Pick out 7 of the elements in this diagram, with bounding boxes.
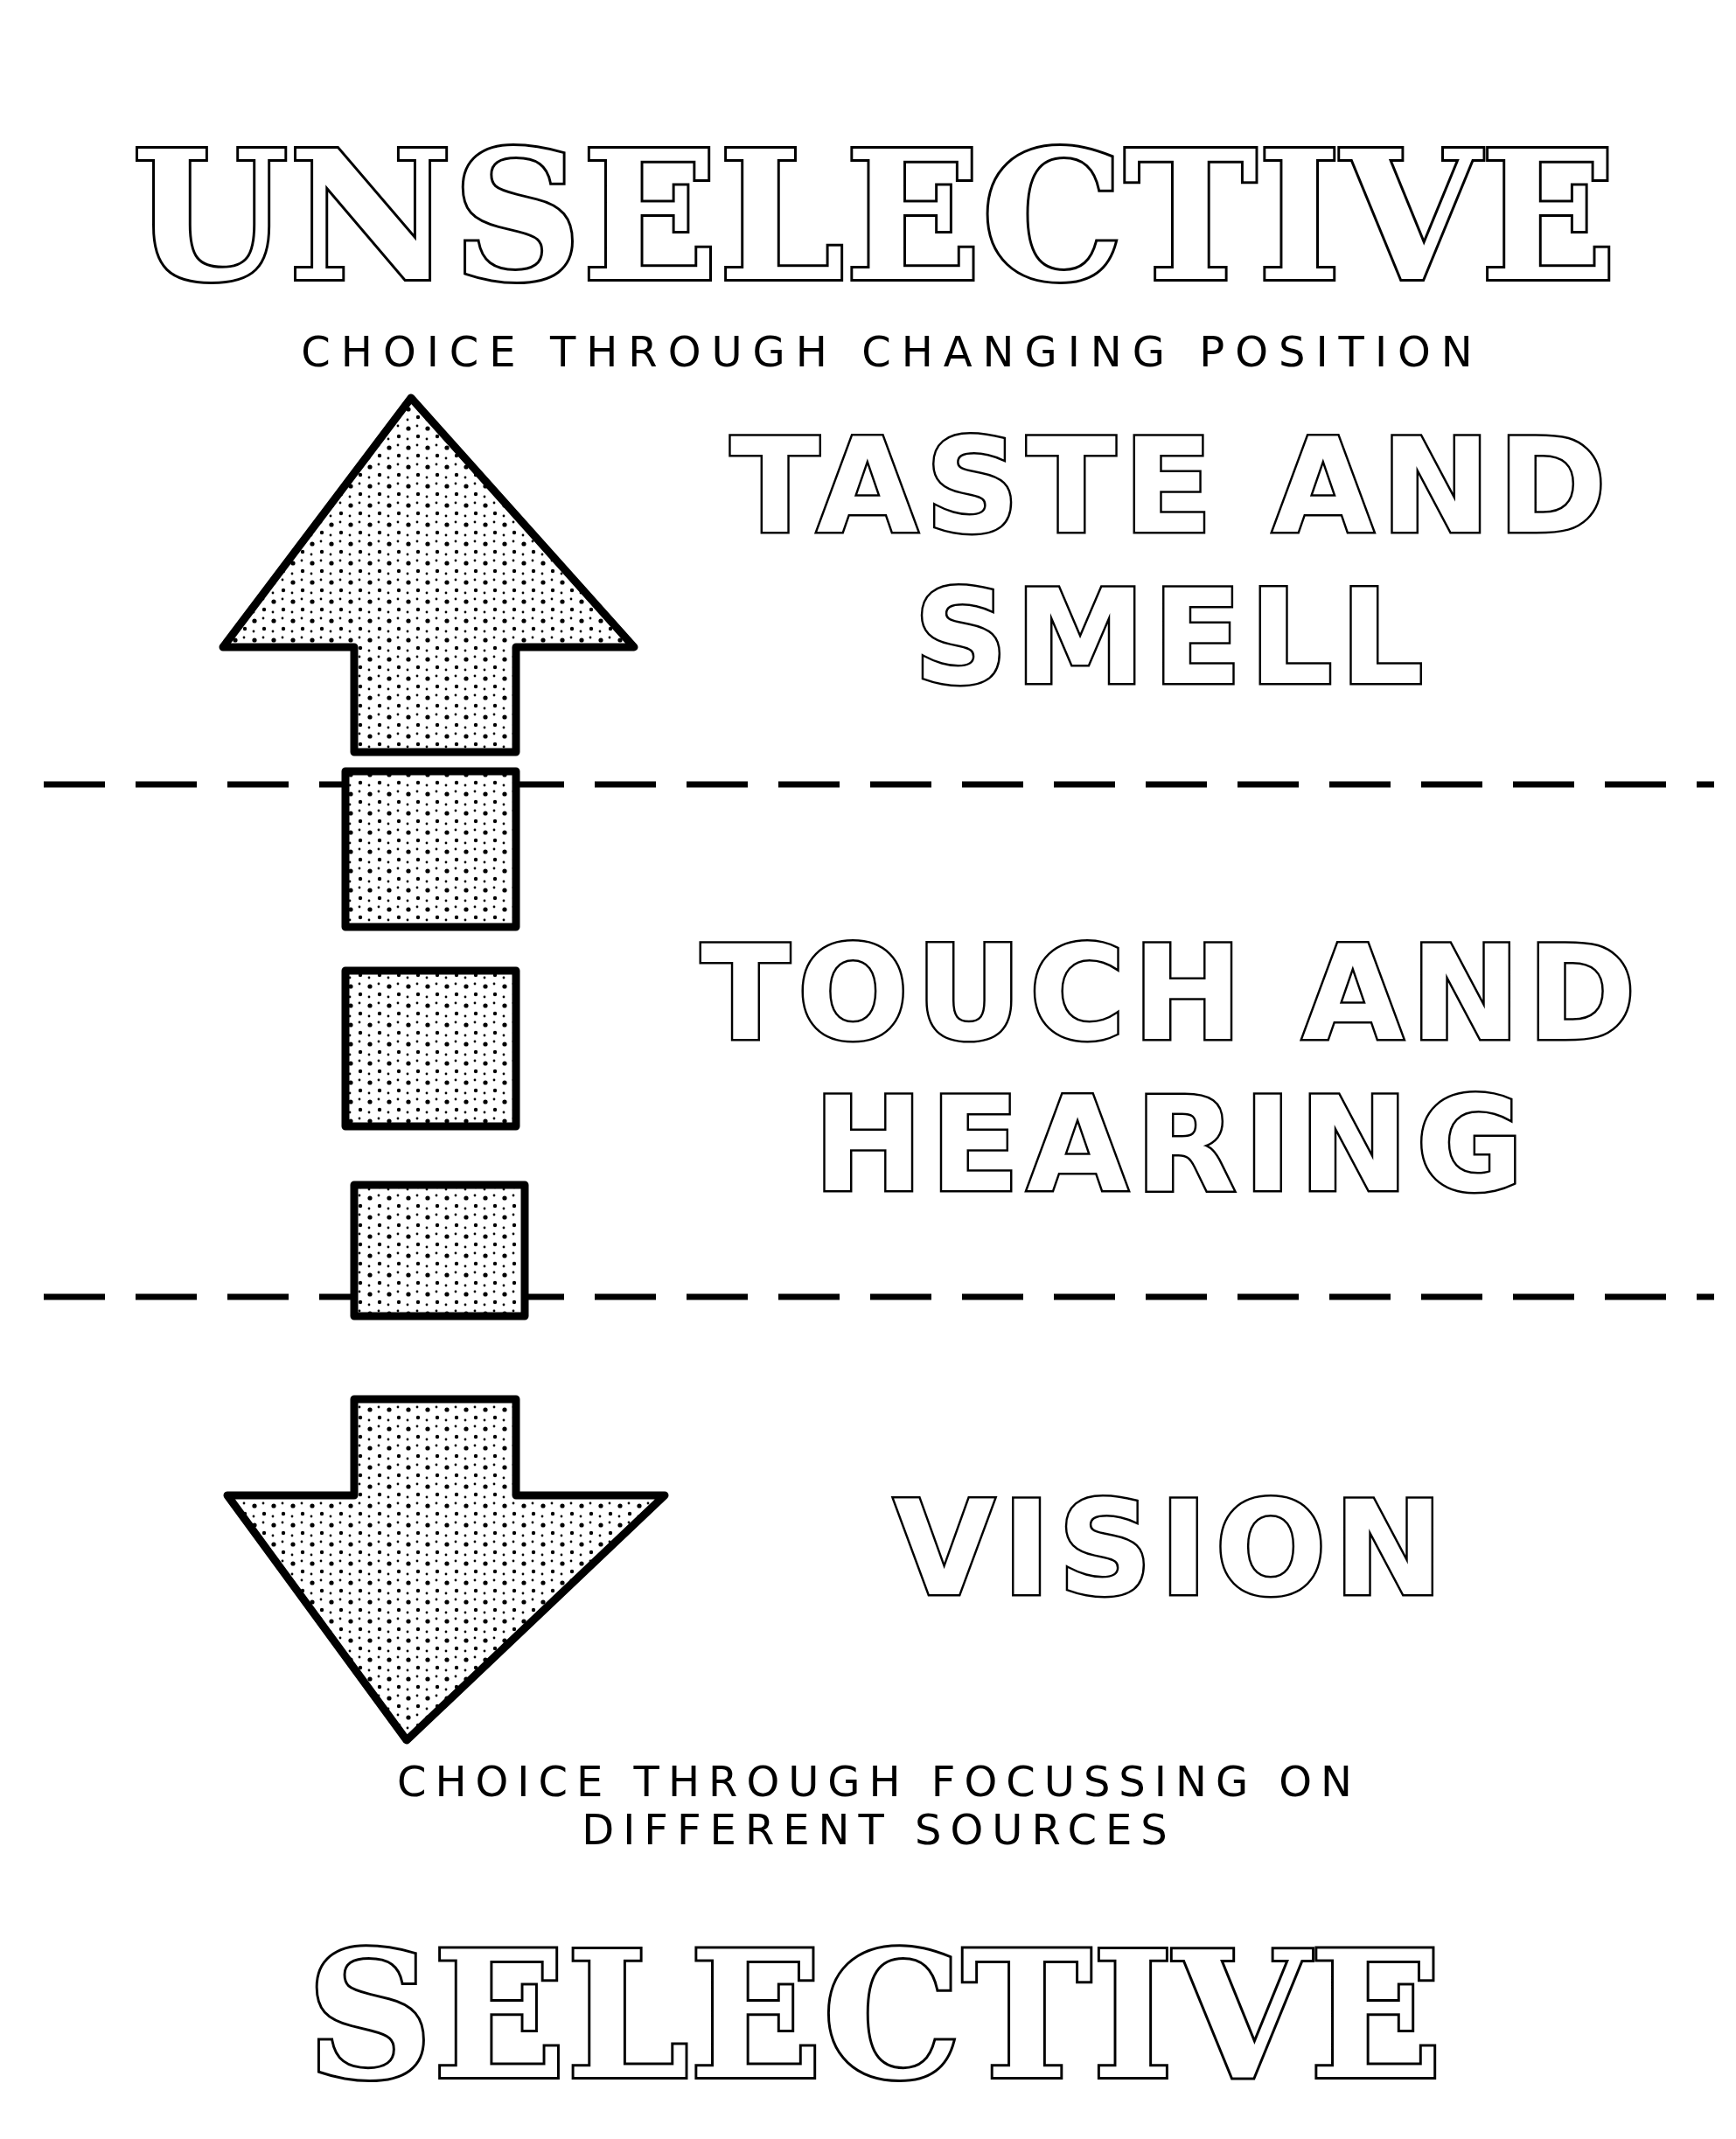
caption: CHOICE THROUGH FOCUSSING ON DIFFERENT SOURCES — [395, 1758, 1363, 1855]
heading: SELECTIVE — [305, 1915, 1444, 2116]
heading: UNSELECTIVE — [131, 114, 1618, 320]
sense-label: TASTE AND SMELL — [728, 411, 1614, 713]
subtitle: CHOICE THROUGH CHANGING POSITION — [300, 328, 1484, 377]
sense-label: TOUCH AND HEARING — [698, 918, 1644, 1220]
sense-label: VISION — [691, 1474, 1653, 1625]
